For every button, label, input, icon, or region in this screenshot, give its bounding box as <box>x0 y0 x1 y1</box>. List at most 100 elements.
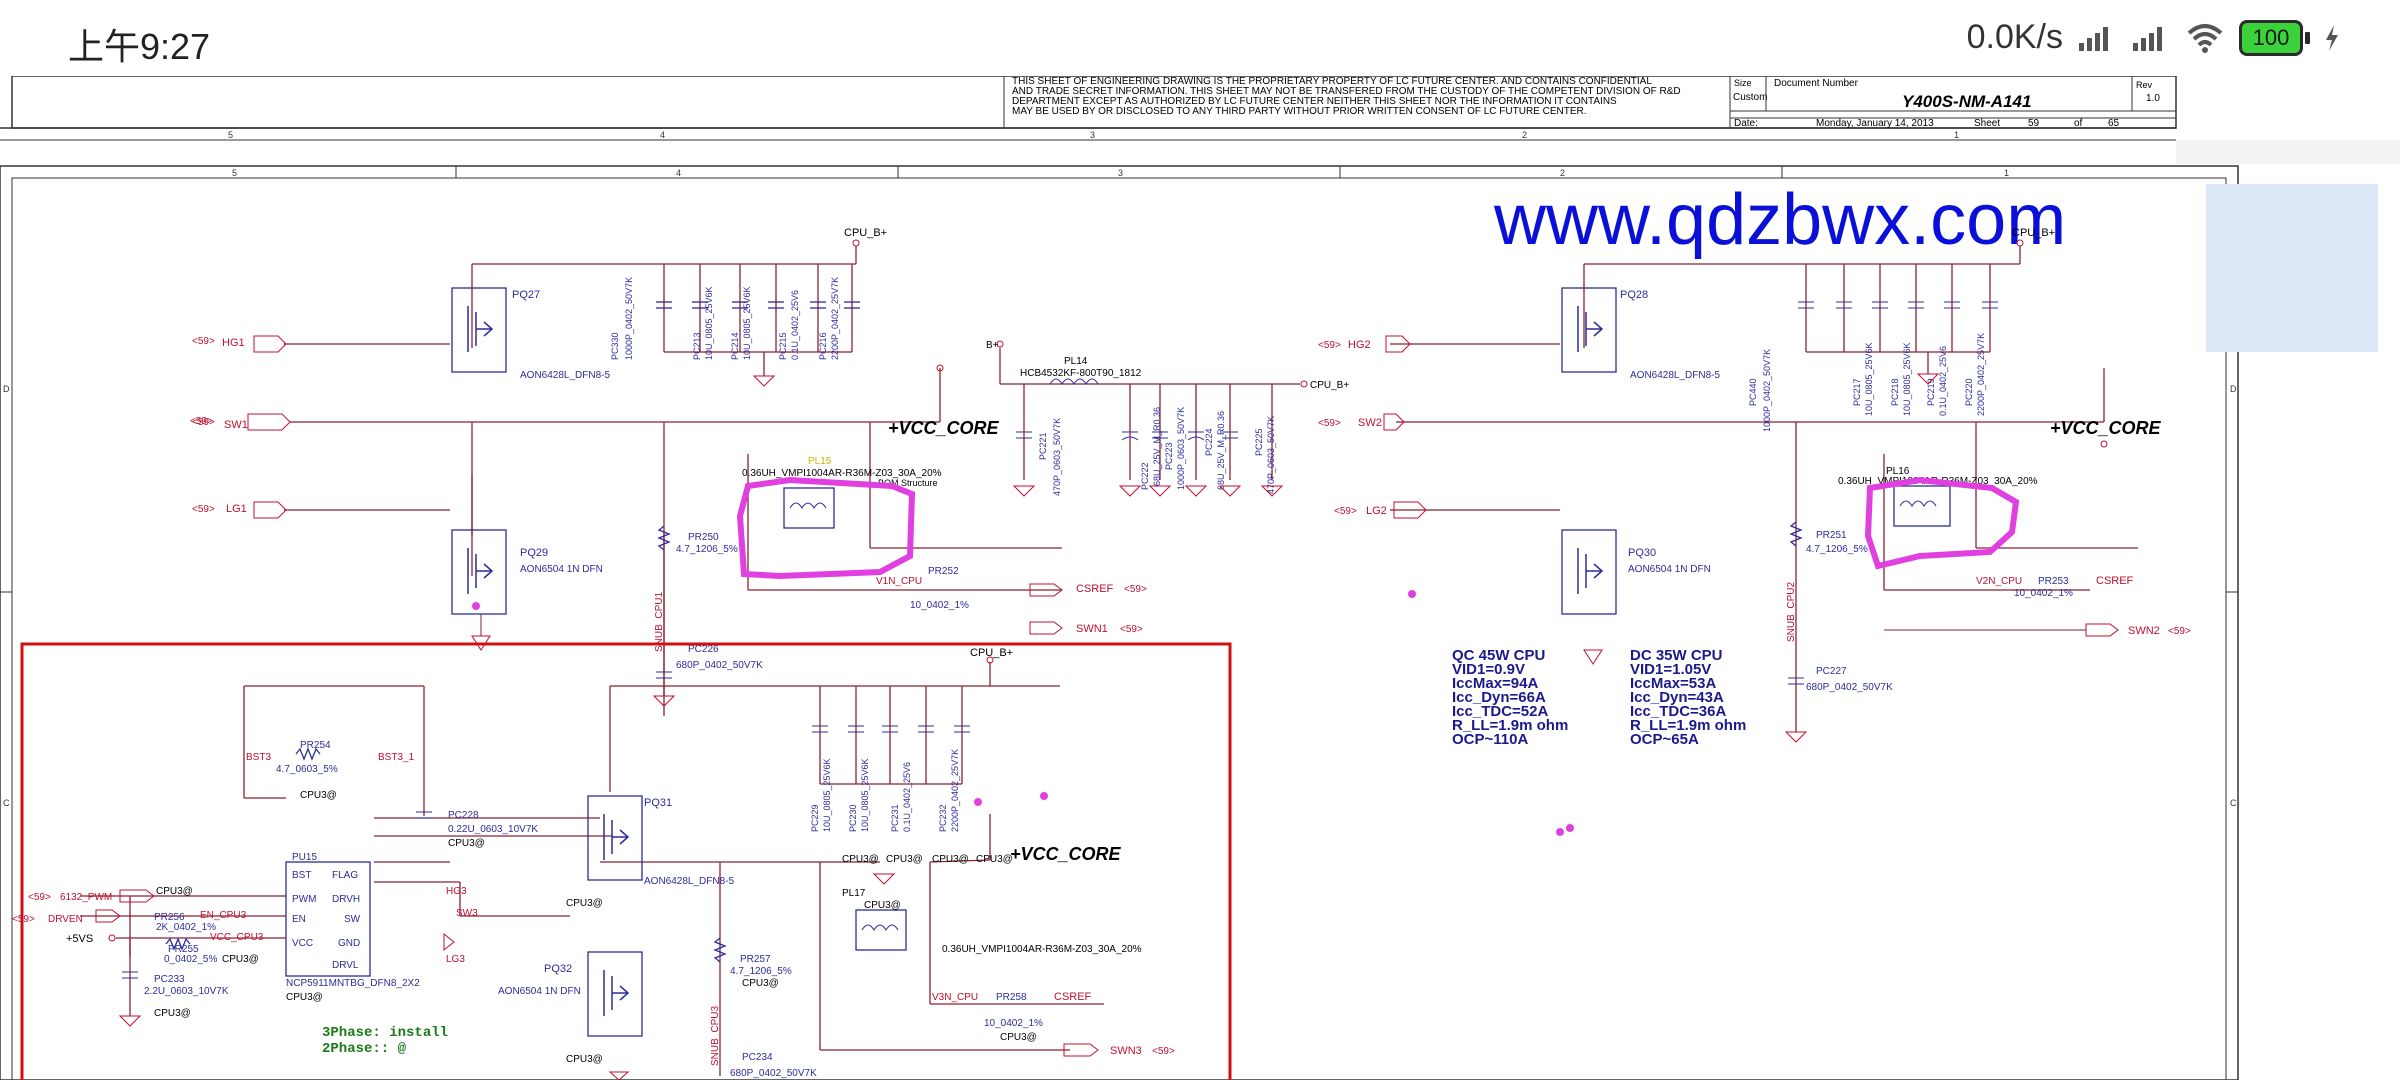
dc-spec-0: DC 35W CPU <box>1630 647 1723 664</box>
doc-number: Y400S-NM-A141 <box>1902 92 2031 111</box>
swn1-sig: <59> <box>1120 624 1143 635</box>
rev-label: Rev <box>2136 80 2153 90</box>
pu15-ref: PU15 <box>292 852 317 863</box>
pwm-label: 6132_PWM <box>60 892 112 903</box>
lg3-label: LG3 <box>446 954 465 965</box>
pc221-val: 470P_0603_50V7K <box>1052 418 1062 496</box>
swn3-sig: <59> <box>1152 1046 1175 1057</box>
pc232-val: 2200P_0402_25V7K <box>950 749 960 832</box>
sheet-label: Sheet <box>1974 118 2000 129</box>
pq32-part: AON6504 1N DFN <box>498 986 581 997</box>
qc-spec-block: QC 45W CPU VID1=0.9V IccMax=94A Icc_Dyn=… <box>1452 647 1568 748</box>
row-d-left: D <box>3 384 10 394</box>
pl15-inductor[interactable] <box>783 487 835 529</box>
pq29-ref: PQ29 <box>520 547 548 559</box>
top-col-2: 2 <box>1522 130 1527 140</box>
status-time: 上午9:27 <box>68 26 211 67</box>
pl16-inductor[interactable] <box>1893 485 1951 527</box>
ic-pin-pwm: PWM <box>292 894 316 905</box>
pc225-ref: PC225 <box>1254 428 1264 456</box>
pl17-val: 0.36UH_VMPI1004AR-R36M-Z03_30A_20% <box>942 944 1142 955</box>
csref-label-2: CSREF <box>2096 575 2134 587</box>
pl15-val: 0.36UH_VMPI1004AR-R36M-Z03_30A_20% <box>742 468 942 479</box>
pc228-val: 0.22U_0603_10V7K <box>448 824 538 835</box>
csref-label-1: CSREF <box>1076 583 1114 595</box>
pc214-val: 10U_0805_25V6K <box>742 286 752 360</box>
pc330-val: 1000P_0402_50V7K <box>624 277 634 360</box>
col-2: 2 <box>1560 168 1565 178</box>
pc227-ref: PC227 <box>1816 666 1847 677</box>
ic-pin-vcc: VCC <box>292 938 313 949</box>
hg1-sig: <59> <box>192 336 215 347</box>
snub2-label: SNUB_CPU2 <box>1786 582 1797 642</box>
cpu3-tag-12: CPU3@ <box>976 854 1013 865</box>
cpu3-tag-16: CPU3@ <box>1000 1032 1037 1043</box>
confidential-line-1: THIS SHEET OF ENGINEERING DRAWING IS THE… <box>1012 76 1652 87</box>
pq27-mosfet[interactable] <box>451 287 507 373</box>
pc229-ref: PC229 <box>810 804 820 832</box>
network-speed: 0.0K/s <box>1966 18 2063 56</box>
wifi-icon <box>2187 23 2223 53</box>
cpu3-tag-3: CPU3@ <box>286 992 323 1003</box>
hg1-label: HG1 <box>222 337 245 349</box>
pc229-val: 10U_0805_25V6K <box>822 758 832 832</box>
pq29-part: AON6504 1N DFN <box>520 564 603 575</box>
schematic-canvas[interactable]: THIS SHEET OF ENGINEERING DRAWING IS THE… <box>0 76 2400 1080</box>
cpu-b-label-2: CPU_B+ <box>2012 227 2055 239</box>
pc222-val: 68U_25V_M_R0.36 <box>1152 407 1162 486</box>
selection-highlight <box>2206 184 2378 352</box>
bst3-label: BST3 <box>246 752 271 763</box>
row-d-right: D <box>2230 384 2237 394</box>
pq30-ref: PQ30 <box>1628 547 1656 559</box>
sw2-sig: <59> <box>1318 418 1341 429</box>
cpu-b-label-3: CPU_B+ <box>970 647 1013 659</box>
schematic-viewer[interactable]: THIS SHEET OF ENGINEERING DRAWING IS THE… <box>0 76 2400 1080</box>
lg1-sig: <59> <box>192 504 215 515</box>
pr257-val: 4.7_1206_5% <box>730 966 792 977</box>
pc440-ref: PC440 <box>1748 378 1758 406</box>
charging-icon <box>2326 24 2338 51</box>
pq28-part: AON6428L_DFN8-5 <box>1630 370 1720 381</box>
qc-spec-6: OCP~110A <box>1452 731 1528 748</box>
pc440-val: 1000P_0402_50V7K <box>1762 349 1772 432</box>
dc-spec-2: IccMax=53A <box>1630 675 1716 692</box>
pu15-ic[interactable] <box>285 861 371 977</box>
pl15-ref: PL15 <box>808 456 832 467</box>
phase-3-components: BST3 BST3_1 PR254 4.7_0603_5% CPU3@ PC22… <box>12 590 1574 1080</box>
pq30-mosfet[interactable] <box>1561 529 1617 615</box>
pq29-mosfet[interactable] <box>451 529 507 615</box>
phase-1-components: CPU_B+ PQ27 AON6428L_DFN8-5 PQ29 AON6504… <box>190 227 1147 707</box>
pl17-inductor[interactable] <box>855 909 907 951</box>
pc224-ref: PC224 <box>1204 428 1214 456</box>
pq32-ref: PQ32 <box>544 963 572 975</box>
drven-label: DRVEN <box>48 914 83 925</box>
pc217-val: 10U_0805_25V6K <box>1864 342 1874 416</box>
sw3-label: SW3 <box>456 908 478 919</box>
ic-pin-en: EN <box>292 914 306 925</box>
pq32-mosfet[interactable] <box>587 951 643 1037</box>
bst3-1-label: BST3_1 <box>378 752 415 763</box>
pr253-ref: PR253 <box>2038 576 2069 587</box>
signal-icon-2 <box>2133 26 2162 51</box>
qc-spec-0: QC 45W CPU <box>1452 647 1545 664</box>
dc-spec-3: Icc_Dyn=43A <box>1630 689 1724 706</box>
ic-pin-flag: FLAG <box>332 870 358 881</box>
date-label: Date: <box>1734 118 1758 129</box>
dc-spec-block: DC 35W CPU VID1=1.05V IccMax=53A Icc_Dyn… <box>1630 647 1746 748</box>
pr252-val: 10_0402_1% <box>910 600 969 611</box>
qc-spec-2: IccMax=94A <box>1452 675 1538 692</box>
pc228-ref: PC228 <box>448 810 479 821</box>
pc220-val: 2200P_0402_25V7K <box>1976 333 1986 416</box>
pq31-mosfet[interactable] <box>587 795 643 881</box>
pl15-annotation <box>736 476 916 580</box>
sw1-label: SW1 <box>224 419 248 431</box>
cpu3-tag-7: CPU3@ <box>566 898 603 909</box>
pr255-val: 0_0402_5% <box>164 954 217 965</box>
pq28-mosfet[interactable] <box>1561 287 1617 373</box>
pr258-ref: PR258 <box>996 992 1027 1003</box>
of-value: 65 <box>2108 118 2120 129</box>
phase-3-circuit <box>80 662 1104 1076</box>
row-c-right: C <box>2230 798 2237 808</box>
vcc-core-label-3: +VCC_CORE <box>1010 844 1122 864</box>
date-value: Monday, January 14, 2013 <box>1816 118 1934 129</box>
